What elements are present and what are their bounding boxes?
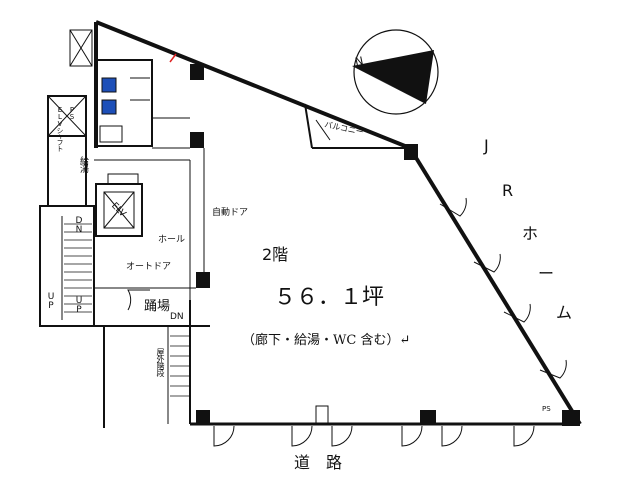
compass: [352, 29, 439, 115]
dn-label-2: DN: [74, 216, 84, 234]
elevator: [95, 173, 143, 237]
stair-treads: [64, 223, 190, 397]
dn-label-1: DN: [170, 312, 184, 322]
ps-label-2: PS: [68, 106, 76, 120]
ps-label: PS: [542, 405, 551, 413]
road-doors: [213, 405, 535, 447]
jr-label-3: ホ: [522, 224, 539, 243]
hall-and-stairs: [39, 148, 210, 428]
ev-shaft-label: ELVシャフト: [56, 106, 64, 151]
jr-label-5: ム: [556, 303, 573, 322]
road-label: 道 路: [294, 453, 343, 472]
up-label-1: UP: [46, 292, 56, 310]
floor-label: 2階: [262, 245, 289, 264]
area-note: （廊下・給湯・WC 含む）↵: [242, 333, 411, 348]
jr-label-1: J: [484, 136, 489, 155]
up-label-2: UP: [74, 296, 84, 314]
jr-doors: [127, 197, 567, 379]
balcony: [304, 103, 410, 149]
wc-block: [95, 59, 190, 149]
hall-label: ホール: [158, 235, 186, 245]
area-label: ５６．１坪: [274, 285, 385, 310]
kyuto-label: 給湯: [78, 156, 88, 172]
red-marker: [169, 53, 177, 63]
pillars: [190, 64, 580, 426]
outdoor-stairs-label: 屋外階段: [156, 348, 165, 376]
auto-door-label: 自動ドア: [212, 208, 249, 218]
jr-label-4: ー: [538, 264, 555, 283]
landing-label: 踊場: [144, 299, 171, 314]
auto-door-label-2: オートドア: [126, 262, 172, 272]
jr-label-2: R: [502, 181, 514, 200]
exterior-walls: [94, 20, 582, 426]
